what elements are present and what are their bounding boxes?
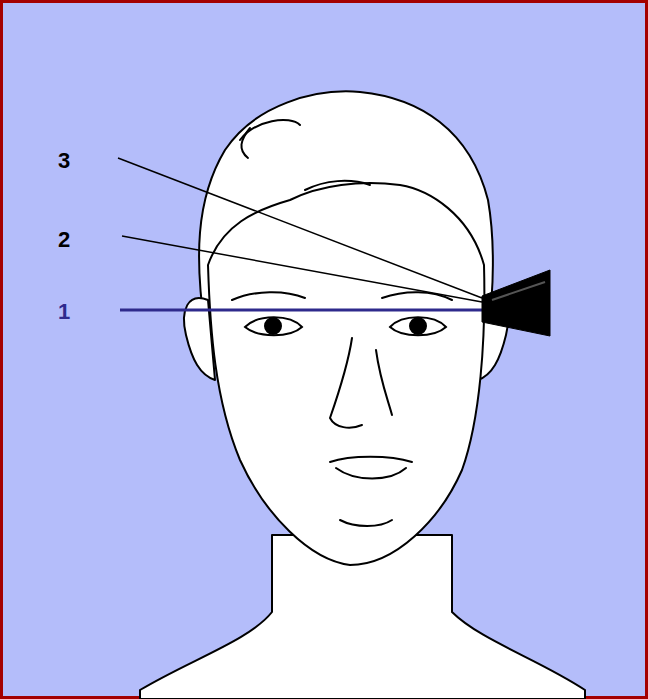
eye [390, 317, 446, 335]
view-line [122, 236, 482, 302]
face [208, 183, 484, 565]
speculum-highlight [492, 282, 545, 300]
hair-line [305, 181, 370, 190]
mouth [330, 457, 412, 462]
pupil [265, 318, 281, 334]
chin [340, 520, 392, 526]
view-line [120, 309, 484, 312]
callout-number: 3 [58, 150, 70, 172]
mouth [336, 468, 406, 479]
pupil [410, 318, 426, 334]
nose [376, 350, 392, 415]
eyebrow [382, 292, 452, 300]
eye [245, 317, 302, 335]
hair-line [241, 128, 250, 158]
callout-number: 1 [58, 301, 70, 323]
ear-speculum [482, 270, 550, 336]
view-line [118, 158, 482, 298]
eyebrow [232, 292, 305, 300]
callout-number: 2 [58, 229, 70, 251]
nose [330, 338, 362, 428]
